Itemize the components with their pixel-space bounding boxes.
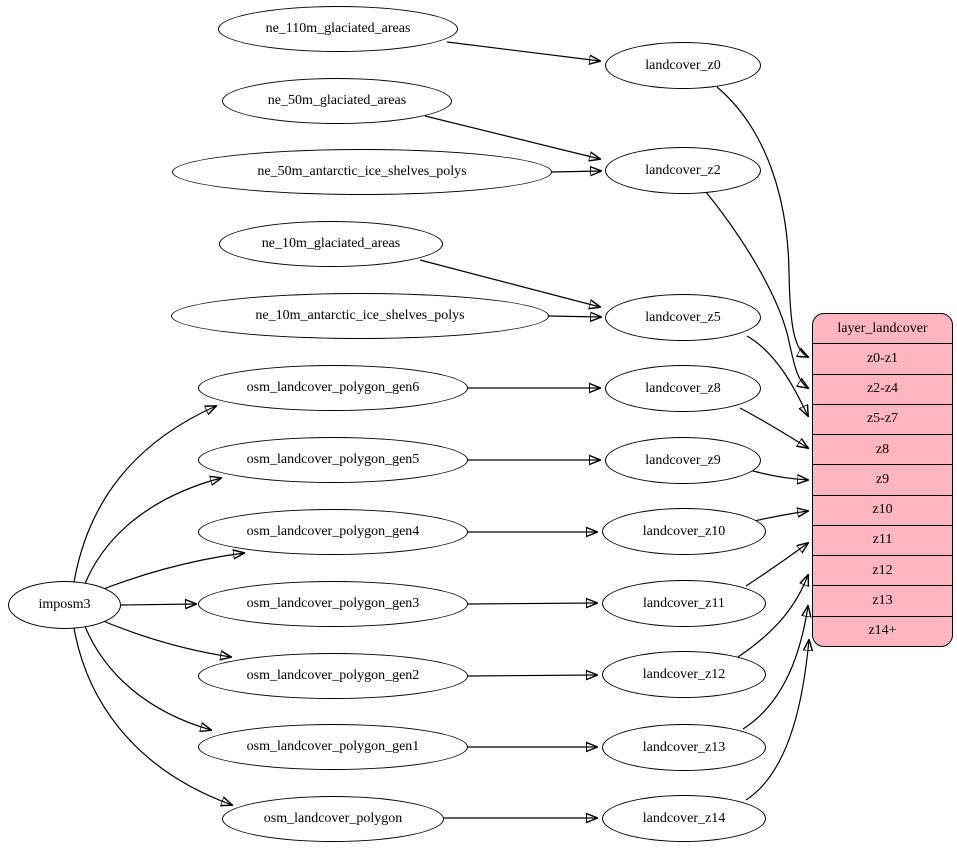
node-label: osm_landcover_polygon_gen1 — [246, 739, 420, 754]
node-label: landcover_z12 — [642, 666, 726, 682]
edge-imposm3-to-gen1 — [83, 623, 211, 730]
node-osm-landcover-polygon-gen2: osm_landcover_polygon_gen2 — [198, 653, 468, 699]
edge-z13-to-row-z13 — [742, 606, 808, 730]
node-imposm3: imposm3 — [8, 581, 121, 629]
edge-gen3-to-z11 — [467, 603, 597, 604]
node-label: ne_10m_glaciated_areas — [261, 236, 401, 251]
edge-z2-to-row-z2-z4 — [705, 191, 808, 388]
edge-z0-to-row-z0-z1 — [716, 86, 808, 357]
node-label: ne_50m_glaciated_areas — [267, 93, 407, 108]
record-row-z11: z11 — [813, 524, 952, 555]
edge-gen2-to-z12 — [467, 675, 597, 676]
node-label: landcover_z11 — [643, 595, 725, 611]
edge-ne50m-glaciated-to-z2 — [424, 115, 600, 159]
node-landcover-z12: landcover_z12 — [602, 651, 766, 698]
node-landcover-z13: landcover_z13 — [602, 724, 766, 771]
record-row-z10: z10 — [813, 494, 952, 525]
node-landcover-z14: landcover_z14 — [602, 795, 766, 842]
node-label: osm_landcover_polygon_gen3 — [246, 596, 420, 611]
record-title: layer_landcover — [837, 320, 928, 336]
node-landcover-z0: landcover_z0 — [605, 42, 761, 89]
node-osm-landcover-polygon-gen4: osm_landcover_polygon_gen4 — [198, 509, 468, 555]
node-label: osm_landcover_polygon_gen4 — [246, 524, 420, 539]
node-landcover-z10: landcover_z10 — [602, 508, 766, 555]
record-row-z9: z9 — [813, 464, 952, 494]
node-ne-10m-antarctic-ice-shelves-polys: ne_10m_antarctic_ice_shelves_polys — [171, 293, 549, 339]
record-row-z14plus: z14+ — [813, 615, 952, 646]
node-label: osm_landcover_polygon — [263, 811, 403, 826]
node-landcover-z9: landcover_z9 — [605, 437, 761, 484]
node-label: ne_50m_antarctic_ice_shelves_polys — [257, 164, 467, 179]
node-label: osm_landcover_polygon_gen2 — [246, 668, 420, 683]
node-label: landcover_z9 — [645, 452, 721, 468]
edge-z10-to-row-z10 — [753, 511, 808, 522]
edge-ne50m-antarctic-to-z2 — [551, 171, 601, 172]
node-osm-landcover-polygon-gen5: osm_landcover_polygon_gen5 — [198, 437, 468, 483]
edge-imposm3-to-gen6 — [73, 406, 216, 583]
node-osm-landcover-polygon-gen6: osm_landcover_polygon_gen6 — [198, 365, 468, 411]
node-imposm3-label: imposm3 — [38, 597, 91, 612]
edge-ne110m-to-z0 — [446, 41, 600, 61]
node-ne-50m-antarctic-ice-shelves-polys: ne_50m_antarctic_ice_shelves_polys — [172, 149, 552, 195]
record-row-z8: z8 — [813, 434, 952, 464]
edge-z8-to-row-z8 — [739, 407, 808, 448]
edge-imposm3-to-gen5 — [83, 478, 221, 587]
node-label: ne_110m_glaciated_areas — [265, 21, 411, 36]
record-row-z2-z4: z2-z4 — [813, 373, 952, 404]
node-osm-landcover-polygon: osm_landcover_polygon — [222, 796, 444, 842]
edge-z12-to-row-z12 — [737, 575, 808, 658]
node-landcover-z8: landcover_z8 — [605, 365, 761, 412]
node-label: landcover_z13 — [642, 739, 726, 755]
node-osm-landcover-polygon-gen3: osm_landcover_polygon_gen3 — [198, 581, 468, 627]
edge-z14-to-row-z14plus — [745, 640, 809, 801]
edge-z11-to-row-z11 — [745, 543, 808, 587]
node-label: landcover_z14 — [642, 810, 726, 826]
edge-z5-to-row-z5-z7 — [746, 335, 808, 416]
node-ne-10m-glaciated-areas: ne_10m_glaciated_areas — [219, 221, 443, 267]
node-layer-landcover: layer_landcover z0-z1 z2-z4 z5-z7 z8 z9 … — [812, 313, 953, 647]
node-label: osm_landcover_polygon_gen5 — [246, 452, 420, 467]
record-row-z13: z13 — [813, 585, 952, 615]
node-label: landcover_z5 — [645, 309, 721, 325]
edge-ne10m-antarctic-to-z5 — [548, 316, 601, 317]
edge-imposm3-to-gen2 — [95, 617, 231, 657]
edge-imposm3-to-gen4 — [95, 553, 244, 593]
edge-z9-to-row-z9 — [749, 469, 808, 480]
node-landcover-z2: landcover_z2 — [605, 147, 761, 194]
node-label: landcover_z2 — [645, 162, 721, 178]
record-row-z0-z1: z0-z1 — [813, 343, 952, 373]
edge-imposm3-to-polygon — [73, 627, 232, 805]
node-ne-50m-glaciated-areas: ne_50m_glaciated_areas — [222, 78, 452, 124]
edge-imposm3-to-gen3 — [120, 604, 196, 605]
edge-ne10m-glaciated-to-z5 — [419, 259, 600, 307]
node-osm-landcover-polygon-gen1: osm_landcover_polygon_gen1 — [198, 724, 468, 770]
node-landcover-z11: landcover_z11 — [602, 580, 766, 627]
node-label: landcover_z0 — [645, 57, 721, 73]
node-label: landcover_z8 — [645, 380, 721, 396]
node-label: landcover_z10 — [642, 523, 726, 539]
node-label: osm_landcover_polygon_gen6 — [246, 380, 420, 395]
node-label: ne_10m_antarctic_ice_shelves_polys — [255, 308, 465, 323]
record-row-z5-z7: z5-z7 — [813, 403, 952, 434]
record-row-z12: z12 — [813, 555, 952, 585]
node-ne-110m-glaciated-areas: ne_110m_glaciated_areas — [218, 6, 458, 52]
node-landcover-z5: landcover_z5 — [605, 294, 761, 341]
